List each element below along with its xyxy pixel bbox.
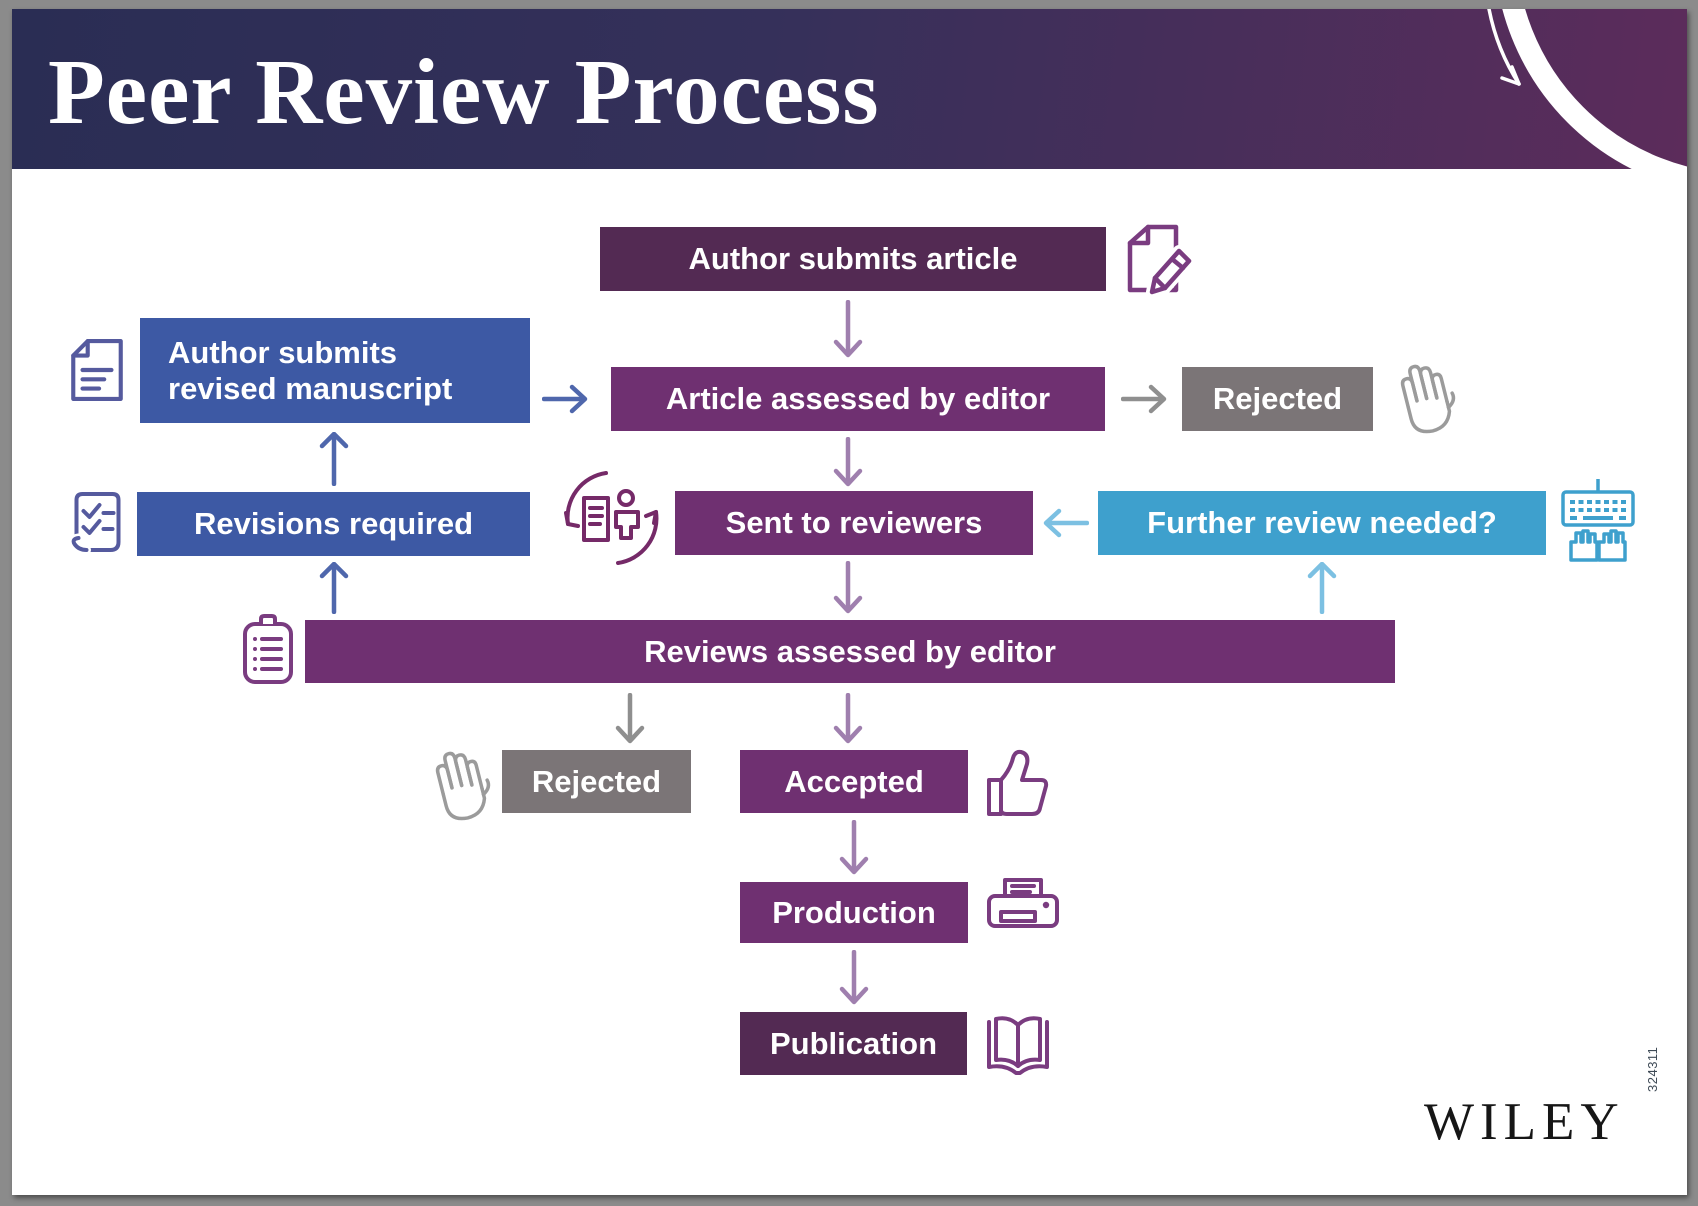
node-label: Production (772, 894, 936, 930)
node-accepted: Accepted (740, 750, 968, 813)
job-number: 324311 (1645, 1046, 1660, 1092)
node-publication: Publication (740, 1012, 967, 1075)
reviewer-cycle-icon (562, 468, 662, 568)
corner-arc-decoration (1487, 9, 1687, 169)
node-revisions-required: Revisions required (137, 492, 530, 556)
checklist-icon (68, 488, 126, 558)
arrow-down-icon (833, 437, 863, 487)
arrow-down-icon (839, 820, 869, 875)
node-author-submits-revised: Author submits revised manuscript (140, 318, 530, 423)
header-banner (12, 9, 1687, 169)
node-article-assessed: Article assessed by editor (611, 367, 1105, 431)
node-label: Reviews assessed by editor (644, 633, 1056, 669)
thumbs-up-icon (985, 742, 1053, 818)
edit-document-icon (1118, 222, 1192, 300)
node-label: Revisions required (193, 506, 474, 542)
arrow-down-icon (833, 693, 863, 744)
wiley-logo: WILEY (1424, 1093, 1625, 1151)
document-icon (70, 338, 124, 402)
node-label: Accepted (784, 763, 924, 799)
node-label: Author submits revised manuscript (168, 334, 453, 406)
stop-hand-icon (423, 742, 495, 824)
node-label: Rejected (1212, 381, 1343, 417)
node-reviews-assessed: Reviews assessed by editor (305, 620, 1395, 683)
node-sent-to-reviewers: Sent to reviewers (675, 491, 1033, 555)
node-label: Author submits article (688, 241, 1018, 277)
arrow-up-icon (319, 562, 349, 614)
node-rejected-after-review: Rejected (502, 750, 691, 813)
node-label: Further review needed? (1147, 505, 1497, 541)
node-label: Article assessed by editor (665, 381, 1051, 417)
node-production: Production (740, 882, 968, 943)
arrow-down-icon (839, 950, 869, 1005)
node-further-review-needed: Further review needed? (1098, 491, 1546, 555)
arrow-left-icon (1043, 507, 1089, 539)
arrow-down-icon (833, 300, 863, 358)
printer-icon (983, 874, 1063, 952)
arrow-up-icon (319, 432, 349, 486)
clipboard-icon (240, 612, 296, 686)
keyboard-icon (1559, 476, 1637, 576)
node-rejected-by-editor: Rejected (1182, 367, 1373, 431)
stop-hand-icon (1388, 355, 1460, 437)
node-author-submits-article: Author submits article (600, 227, 1106, 291)
node-label: Publication (769, 1025, 938, 1061)
arrow-right-icon (542, 383, 588, 415)
open-book-icon (983, 1008, 1053, 1080)
node-label: Rejected (531, 763, 662, 799)
arrow-down-icon (615, 693, 645, 744)
arrow-down-icon (833, 561, 863, 614)
arrow-right-icon (1121, 383, 1167, 415)
node-label: Sent to reviewers (725, 505, 983, 541)
page-title: Peer Review Process (48, 41, 880, 144)
arrow-up-icon (1307, 562, 1337, 614)
